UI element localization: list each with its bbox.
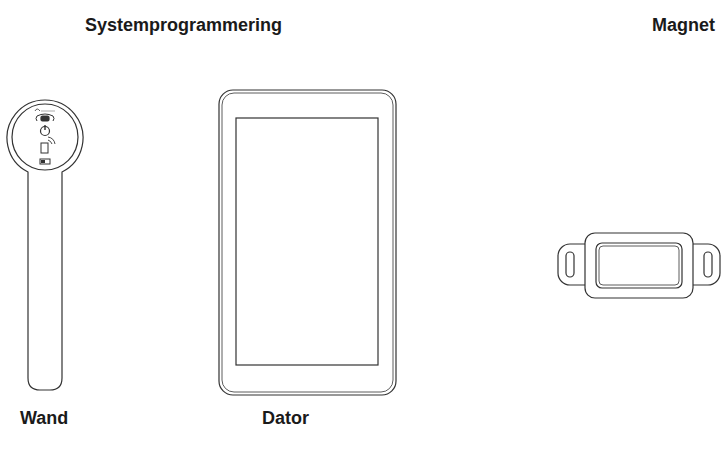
part-name: Dator xyxy=(262,408,309,429)
part-name: Wand xyxy=(20,408,68,429)
tablet-computer xyxy=(219,90,396,395)
wand-device xyxy=(7,100,83,390)
section-heading: Systemprogrammering xyxy=(85,15,282,36)
section-heading: Magnet xyxy=(652,15,715,36)
magnet-device xyxy=(558,233,720,298)
